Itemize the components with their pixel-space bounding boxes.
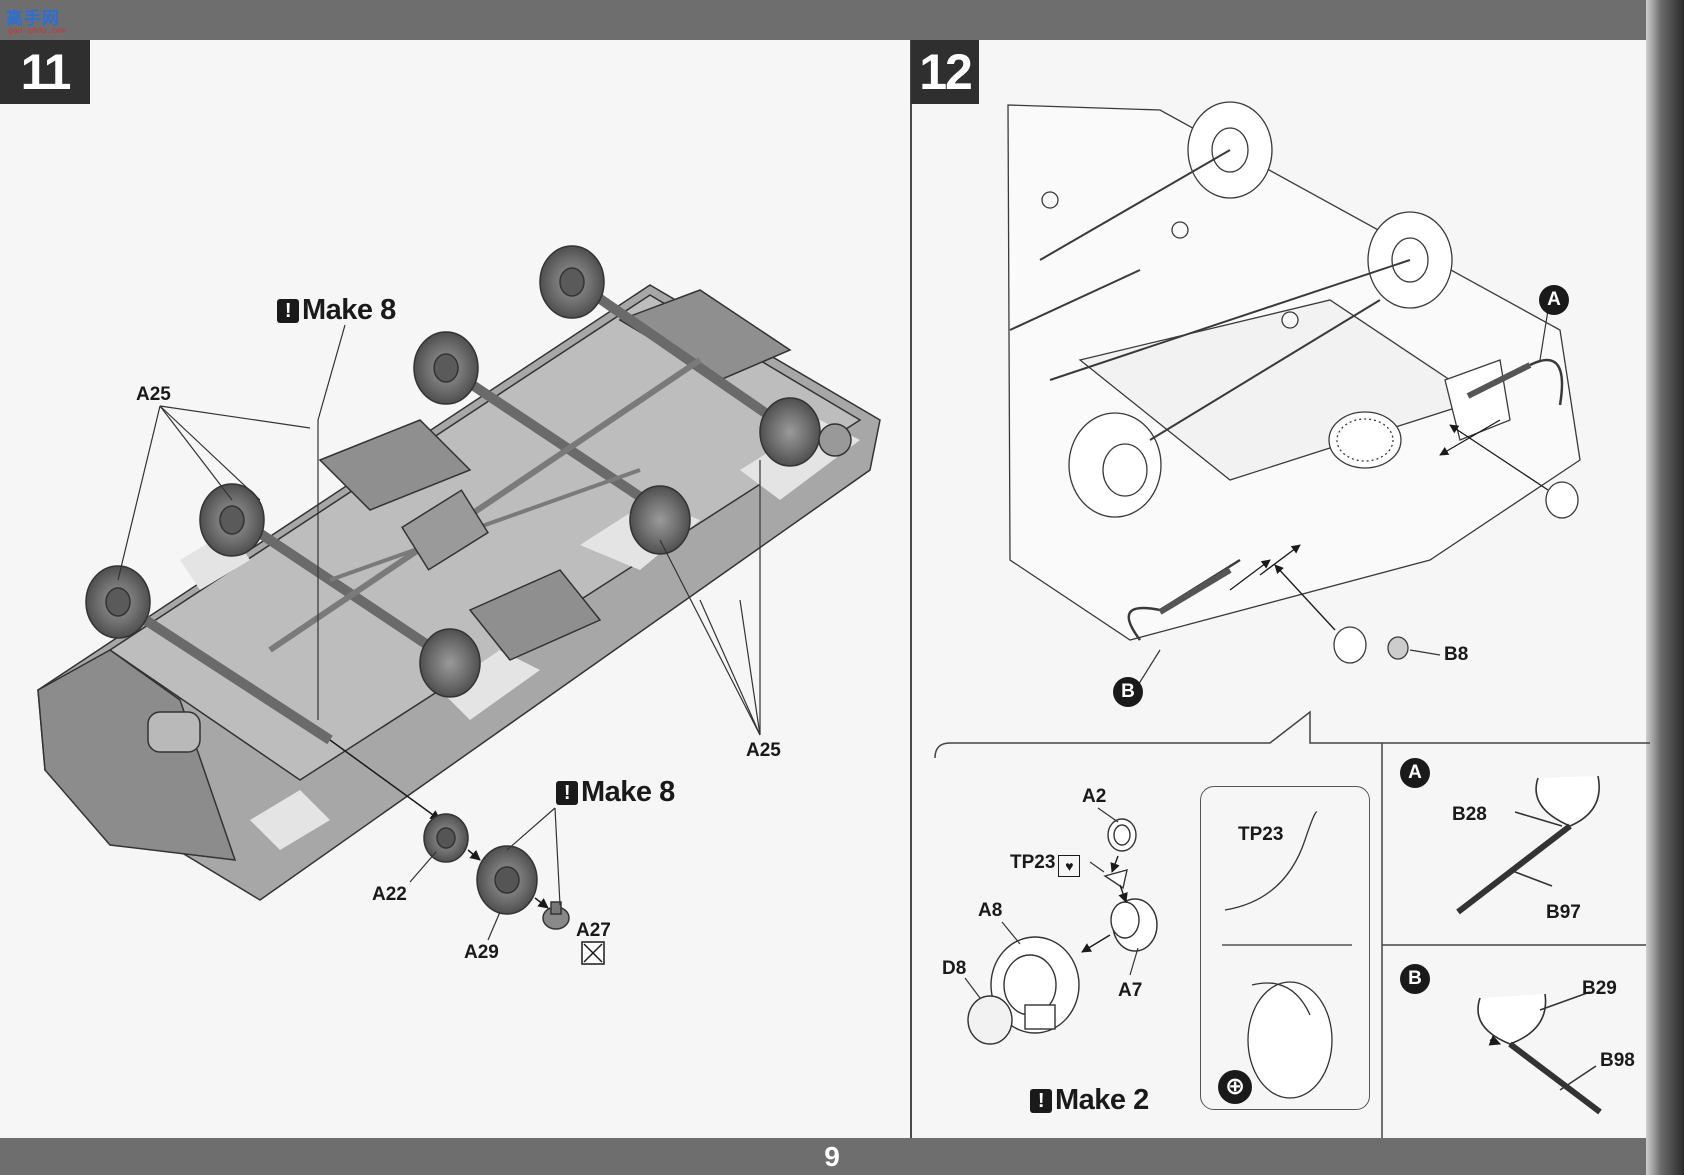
make-8-note-top-text: Make 8: [302, 294, 396, 326]
warning-icon: !: [1030, 1088, 1052, 1113]
step-12-detail-leaders: [964, 807, 1139, 999]
bracket-b-drawing: [1477, 991, 1602, 1115]
page-number: 9: [824, 1141, 840, 1172]
headlight-parts-drawing: [967, 818, 1158, 1045]
chassis-line-drawing: [1007, 101, 1581, 664]
make-2-note: ! Make 2: [1030, 1084, 1149, 1117]
bracket-a-drawing: [1456, 775, 1600, 915]
step-11-leader-lines: [117, 324, 761, 941]
callout-b-marker: B: [1113, 677, 1143, 707]
label-a2: A2: [1082, 786, 1107, 807]
hull-underside-drawing: [37, 245, 881, 901]
label-a25-right: A25: [746, 740, 781, 761]
logo-url: gao-shou.com: [8, 26, 66, 35]
label-b29: B29: [1582, 978, 1617, 999]
label-a25-left: A25: [136, 384, 171, 405]
make-8-note-bottom-text: Make 8: [581, 776, 675, 808]
label-a8: A8: [978, 900, 1003, 921]
label-a27: A27: [576, 920, 611, 941]
page-binding-edge: [1646, 0, 1684, 1175]
label-d8: D8: [942, 958, 967, 979]
warning-icon: !: [277, 298, 299, 323]
make-2-note-text: Make 2: [1055, 1084, 1149, 1116]
detail-callout-frame: [934, 710, 1650, 759]
label-a29: A29: [464, 942, 499, 963]
label-a7: A7: [1118, 980, 1143, 1001]
make-8-note-top: ! Make 8: [277, 294, 396, 327]
callout-a-marker: A: [1539, 285, 1569, 315]
watermark-logo: 高手网 gao-shou.com: [6, 4, 70, 36]
step-12-badge: 12: [911, 40, 979, 104]
logo-text: 高手网: [6, 9, 60, 29]
label-tp23-box: TP23: [1238, 824, 1284, 845]
label-tp23: TP23♥: [1010, 852, 1081, 877]
subpanel-a-marker: A: [1400, 758, 1430, 788]
top-band: [0, 0, 1684, 40]
step-11-badge: 11: [0, 40, 90, 104]
label-a22: A22: [372, 884, 407, 905]
label-b28: B28: [1452, 804, 1487, 825]
label-b8: B8: [1444, 644, 1469, 665]
tp23-detail-box: [1200, 786, 1370, 1110]
subpanel-b-marker: B: [1400, 964, 1430, 994]
glue-icon: ♥: [1058, 855, 1081, 877]
warning-icon: !: [556, 780, 578, 805]
wheel-parts-drawing: [329, 739, 605, 965]
label-tp23-text: TP23: [1010, 852, 1056, 873]
bottom-band: [0, 1138, 1684, 1175]
magnify-icon: ⊕: [1218, 1070, 1252, 1104]
tp23-detail-drawing: [1222, 811, 1352, 1099]
label-b98: B98: [1600, 1050, 1635, 1071]
make-8-note-bottom: ! Make 8: [556, 776, 675, 809]
label-b97: B97: [1546, 902, 1581, 923]
step-divider: [910, 40, 912, 1138]
